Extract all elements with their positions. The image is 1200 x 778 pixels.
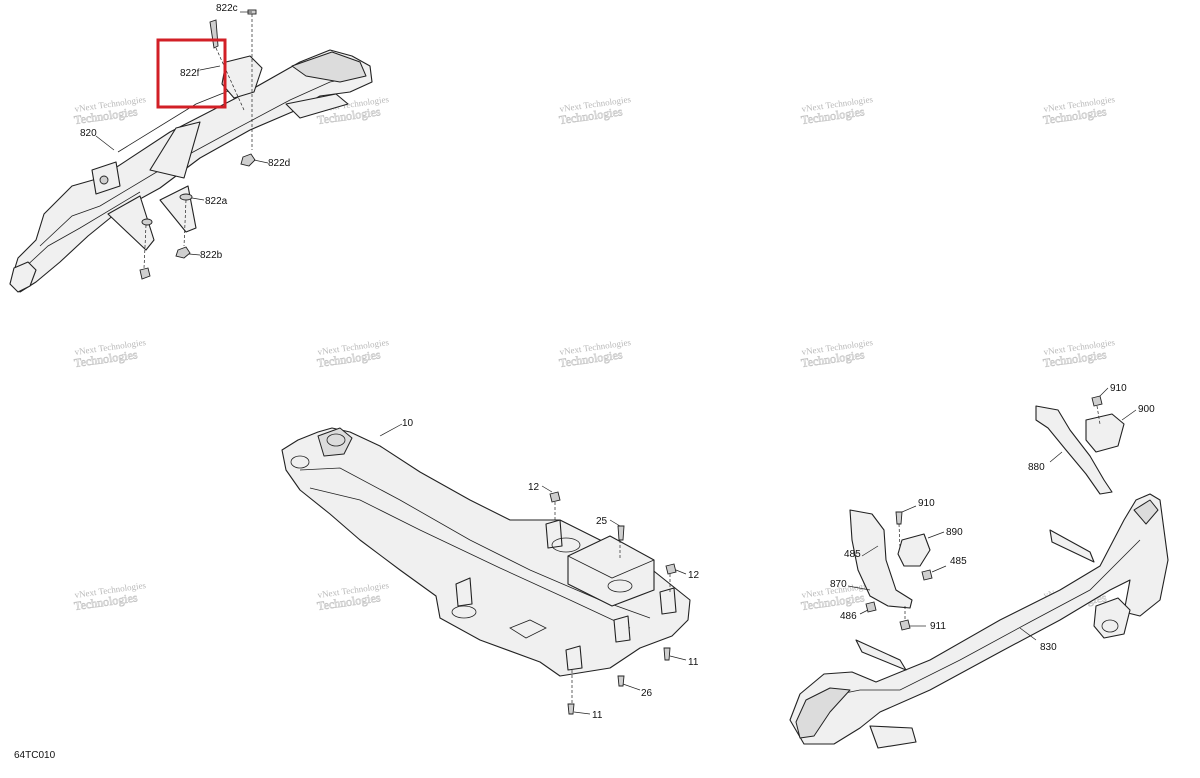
screw-822f	[209, 19, 219, 49]
watermark: vNext Technologies Technologies	[73, 337, 147, 370]
highlight-box	[156, 38, 227, 109]
callout-25: 25	[596, 516, 608, 527]
watermark: vNext Technologies Technologies	[73, 94, 147, 127]
callout-10: 10	[402, 418, 414, 429]
watermark: vNext Technologies Technologies	[558, 337, 632, 370]
watermark: vNext Technologies Technologies	[558, 94, 632, 127]
callout-labels: 822c 822f 820 822d 822a 822b 10 12 25 12…	[80, 3, 1155, 721]
callout-11-right: 11	[688, 657, 699, 668]
bracket-890	[897, 533, 931, 567]
hardware-820	[95, 9, 269, 280]
callout-822b: 822b	[200, 250, 223, 261]
callout-26: 26	[641, 688, 653, 699]
watermark: vNext Technologies Technologies	[800, 337, 874, 370]
skid-plate-10	[281, 427, 691, 677]
callout-822a: 822a	[205, 196, 228, 207]
watermark: vNext Technologies Technologies	[73, 580, 147, 613]
assembly-10	[281, 423, 691, 715]
bracket-870	[849, 509, 913, 609]
callout-822d: 822d	[268, 158, 290, 169]
watermark: vNext Technologies Technologies	[316, 337, 390, 370]
watermark: vNext Technologies Technologies	[1042, 94, 1116, 127]
callout-485-left: 485	[844, 549, 861, 560]
callout-822f: 822f	[180, 68, 200, 79]
watermark: vNext Technologies Technologies	[800, 94, 874, 127]
callout-830: 830	[1040, 642, 1057, 653]
watermark: vNext Technologies Technologies	[316, 580, 390, 613]
callout-880: 880	[1028, 462, 1045, 473]
callout-12-right: 12	[688, 570, 700, 581]
callout-822c: 822c	[216, 3, 238, 14]
assembly-820	[9, 49, 373, 293]
cover-900	[1085, 413, 1125, 453]
nut-822d	[240, 153, 256, 167]
figure-code: 64TC010	[14, 750, 56, 761]
bumper-830	[789, 493, 1169, 745]
callout-11-bottom: 11	[592, 710, 603, 721]
nut-822b	[175, 246, 191, 259]
washer-822a	[179, 193, 193, 201]
rail-820	[9, 49, 373, 293]
callout-900: 900	[1138, 404, 1155, 415]
callout-486: 486	[840, 611, 857, 622]
callout-910-top: 910	[1110, 383, 1127, 394]
watermark: vNext Technologies Technologies	[1042, 337, 1116, 370]
callout-890: 890	[946, 527, 963, 538]
callout-485-right: 485	[950, 556, 967, 567]
callout-12-top: 12	[528, 482, 540, 493]
bracket-880	[1035, 405, 1113, 495]
callout-910-lower: 910	[918, 498, 935, 509]
callout-870: 870	[830, 579, 847, 590]
callout-820: 820	[80, 128, 97, 139]
callout-911: 911	[930, 621, 946, 632]
assembly-830	[789, 387, 1169, 749]
